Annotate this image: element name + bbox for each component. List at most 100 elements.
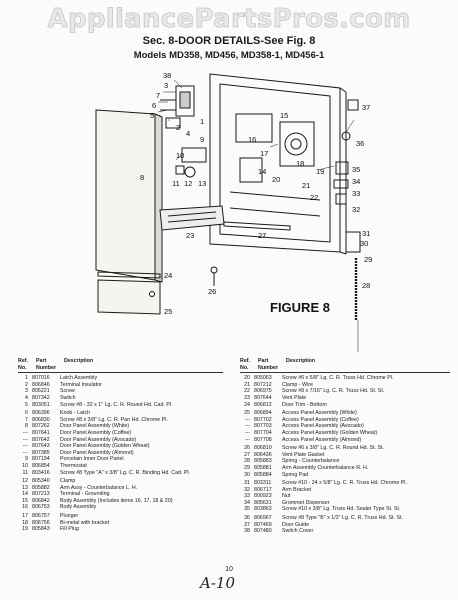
callout-8: 8 (140, 173, 144, 182)
cell-part: 807213 (32, 491, 50, 498)
cell-desc: Screw (60, 388, 75, 395)
cell-part: 800923 (254, 493, 272, 500)
callout-23: 23 (186, 231, 194, 240)
cell-ref: 9 (25, 456, 28, 463)
callout-7: 7 (156, 91, 160, 100)
cell-desc: Body Assembly (60, 504, 97, 511)
callout-9: 9 (200, 135, 204, 144)
header-ref: Ref. No. (240, 358, 251, 371)
cell-ref: 11 (22, 469, 29, 476)
cell-ref: 10 (22, 462, 28, 469)
callout-22: 22 (310, 193, 318, 202)
cell-part: 805883 (254, 458, 272, 465)
cell-ref: 35 (244, 506, 250, 513)
cell-desc: Plunger (60, 513, 79, 520)
cell-ref: 38 (244, 528, 250, 535)
cell-desc: Spring Pad (282, 471, 309, 478)
callout-33: 33 (352, 189, 360, 198)
cell-ref: 37 (244, 521, 250, 528)
cell-ref: 22 (244, 388, 250, 395)
cell-desc: Body Assembly (Includes items 16, 17, 18… (60, 497, 173, 504)
page-number: 10 (225, 566, 233, 573)
cell-ref: 23 (244, 394, 250, 401)
cell-desc: Clamp - Wire (282, 381, 313, 388)
cell-ref: 21 (244, 381, 250, 388)
cell-ref: 20 (244, 375, 250, 382)
cell-part: 803051 (32, 401, 50, 408)
cell-ref: 26 (244, 445, 250, 452)
cell-desc: Door Panel Assembly (White) (60, 423, 130, 430)
cell-ref: 31 (244, 480, 250, 487)
cell-desc: Access Panel Assembly (Avocado) (282, 423, 364, 430)
cell-ref: --- (244, 429, 250, 436)
cell-ref: 3 (25, 388, 28, 395)
header-description: Description (286, 358, 316, 364)
cell-desc: Door Panel Assembly (Avocado) (60, 436, 137, 443)
cell-part: 805884 (254, 471, 272, 478)
callout-5: 5 (150, 111, 154, 120)
cell-desc: Terminal Insulator (60, 381, 102, 388)
callout-14: 14 (258, 167, 266, 176)
cell-part: 806717 (254, 486, 272, 493)
cell-part: 806757 (32, 513, 50, 520)
header-part: Part Number (36, 358, 57, 371)
cell-desc: Clamp (60, 478, 76, 485)
cell-ref: 29 (244, 464, 250, 471)
cell-desc: Screw #8 Type "A" x 3/8" Lg. C. R. Bindi… (60, 469, 191, 476)
cell-part: 803416 (32, 469, 50, 476)
callout-30: 30 (360, 239, 368, 248)
cell-ref: 7 (25, 416, 28, 423)
cell-part: 805881 (254, 464, 272, 471)
cell-part: 806756 (32, 519, 50, 526)
callout-18: 18 (296, 159, 304, 168)
cell-part: 806842 (32, 497, 50, 504)
cell-part: 806975 (254, 388, 272, 395)
cell-ref: 17 (22, 513, 28, 520)
cell-ref: 27 (244, 451, 250, 458)
callout-32: 32 (352, 205, 360, 214)
cell-ref: 15 (22, 497, 28, 504)
cell-part: 807480 (254, 528, 272, 535)
cell-desc: Bi-metal with bracket (60, 519, 110, 526)
cell-desc: Screw #8 x 7/16" Lg. C. R. Truss Hd. St.… (282, 388, 385, 395)
cell-ref: 24 (244, 401, 250, 408)
cell-ref: --- (22, 449, 28, 456)
callout-20: 20 (272, 175, 280, 184)
cell-part: 807469 (254, 521, 272, 528)
header-description: Description (64, 358, 94, 364)
callout-15: 15 (280, 111, 288, 120)
cell-part: 803863 (254, 506, 272, 513)
cell-desc: Arm Assy - Counterbalance L. H. (60, 484, 138, 491)
cell-desc: Fill Plug (60, 526, 79, 533)
table-row: 35 803863 Screw #10 x 3/8" Lg. Truss Hd. S… (240, 506, 450, 513)
cell-desc: Door Panel Assembly (Coffee) (60, 429, 132, 436)
cell-ref: 33 (244, 493, 250, 500)
cell-part: 805843 (32, 526, 50, 533)
handwritten-note: A-10 (200, 574, 235, 592)
cell-desc: Screw #6 x 3/8" Lg. C. R. Round Hd. St. … (282, 445, 384, 452)
cell-desc: Screw #10 x 3/8" Lg. Truss Hd. Sealer Ty… (282, 506, 401, 513)
callout-21: 21 (302, 181, 310, 190)
cell-desc: Door Panel Assembly (Golden Wheat) (60, 443, 150, 450)
